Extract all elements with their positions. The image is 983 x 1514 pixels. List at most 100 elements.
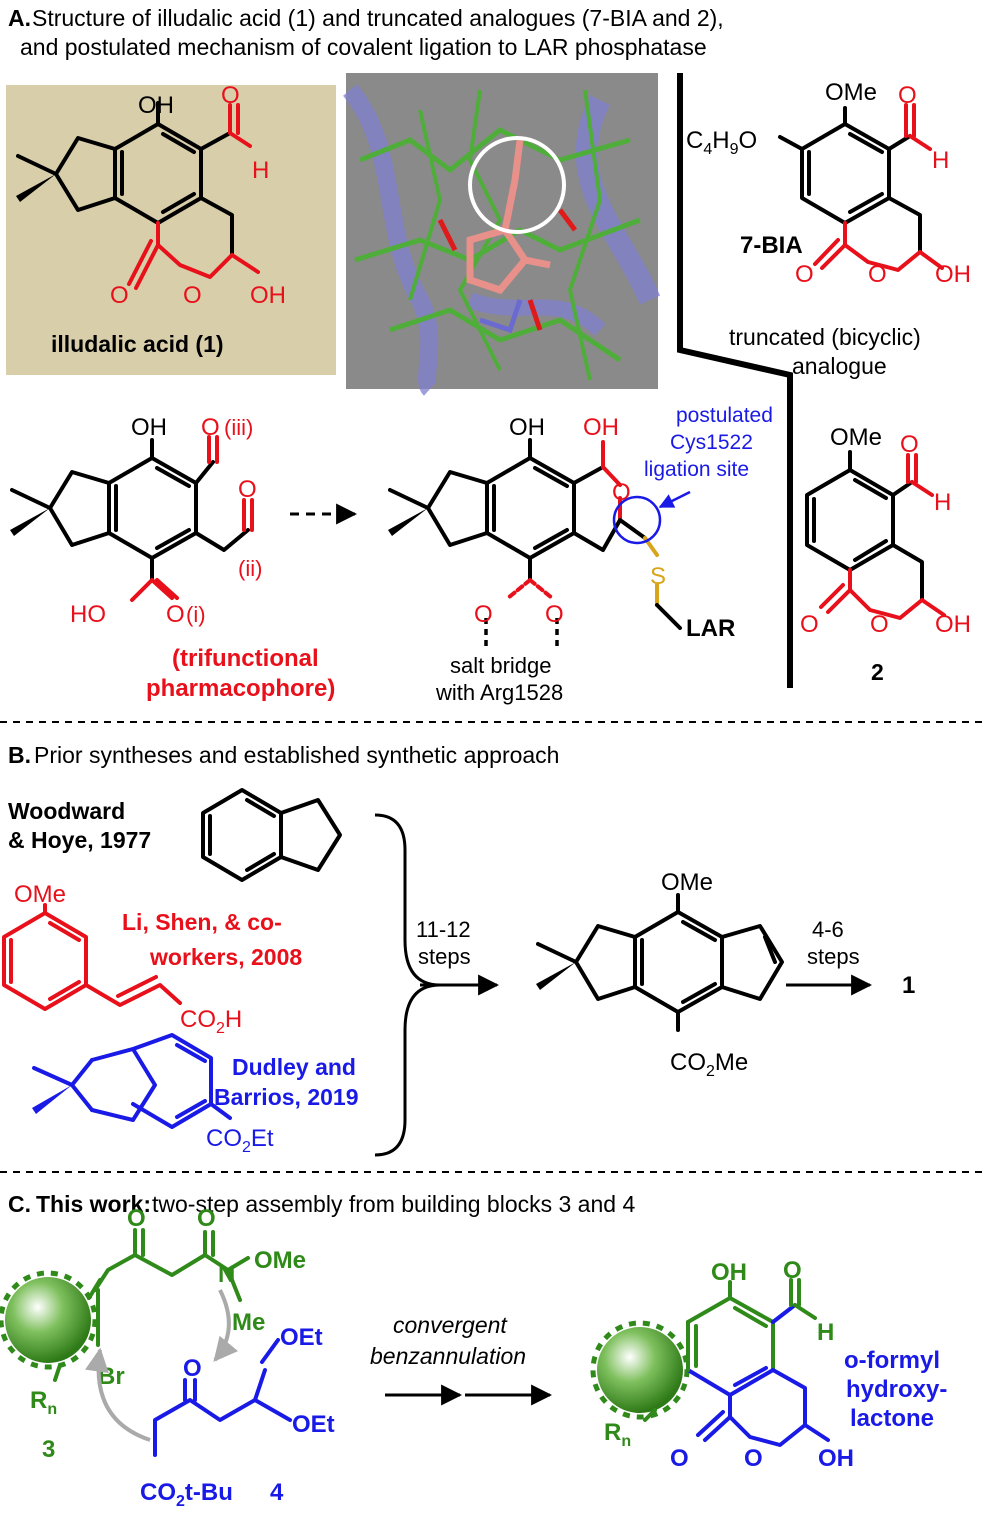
- section-b-title: B. Prior syntheses and established synth…: [8, 742, 559, 768]
- dudley-line1: Dudley and: [232, 1054, 356, 1080]
- steps1-line2: steps: [418, 944, 471, 969]
- dudley-line2: Barrios, 2019: [214, 1084, 358, 1110]
- convergent-line1: convergent: [393, 1312, 508, 1338]
- compound2-oh: OH: [935, 611, 971, 638]
- illudalic-acid-structure: OH O H O O OH illudalic acid (1): [6, 82, 336, 375]
- postulated-line3: ligation site: [644, 458, 749, 481]
- o-formyl-hydroxylactone-structure: OH O H Rn O O OH o-formyl hydroxy- lacto…: [590, 1257, 947, 1472]
- dudley-co2et: CO2Et: [206, 1125, 274, 1156]
- compound-2-label: 2: [871, 659, 884, 685]
- bia-aldehyde-o: O: [898, 82, 917, 109]
- illudalic-aldehyde-o: O: [221, 82, 240, 109]
- gray-arrow-acylation: [213, 1289, 239, 1362]
- section-b-letter: B.: [8, 742, 31, 768]
- block4-ketone-o: O: [183, 1355, 202, 1382]
- ligated-adduct-structure: OH OH O S LAR O O salt bridge with Arg15…: [388, 404, 773, 705]
- truncated-line1: truncated (bicyclic): [729, 324, 921, 350]
- compound-2-structure: OMe O H O O OH 2: [800, 424, 971, 685]
- block3-label: 3: [42, 1436, 55, 1463]
- methoxycinnamic-acid-structure: OMe CO2H Li, Shen, & co- workers, 2008: [2, 881, 302, 1037]
- highlight-circle: [468, 136, 566, 234]
- product-oh: OH: [711, 1259, 747, 1286]
- steps1-line1: 11-12: [416, 917, 471, 942]
- bia-ome: OMe: [825, 79, 877, 106]
- green-sphere-substrate: [5, 1277, 91, 1363]
- formyl-line1: o-formyl: [844, 1347, 940, 1374]
- compound2-aldehyde-o: O: [900, 431, 919, 458]
- formyl-line2: hydroxy-: [846, 1376, 947, 1403]
- block4-oet-top: OEt: [280, 1324, 323, 1351]
- product-label: 1: [902, 972, 915, 999]
- section-c-letter: C.: [8, 1191, 31, 1217]
- gray-arrow-alkylation: [85, 1347, 151, 1442]
- adduct-ring-o: O: [612, 479, 631, 506]
- illudalic-carbonyl-o: O: [110, 282, 129, 309]
- block3-nitrogen: N: [218, 1261, 235, 1288]
- block3-amide-o: O: [197, 1205, 216, 1232]
- trifunctional-line2: pharmacophore): [146, 675, 335, 702]
- compound2-carbonyl-o: O: [800, 611, 819, 638]
- convergent-line2: benzannulation: [370, 1343, 526, 1369]
- pharmacophore-o-ii: O: [238, 476, 257, 503]
- block3-me: Me: [232, 1309, 265, 1336]
- product-rn: Rn: [604, 1419, 631, 1450]
- section-a-divider: [677, 73, 793, 688]
- 7-bia-structure: OMe O H C4H9O O O OH 7-BIA truncated (bi…: [686, 79, 971, 379]
- pharmacophore-o-iii: O: [201, 414, 220, 441]
- trifunctional-line1: (trifunctional: [172, 645, 319, 672]
- truncated-line2: analogue: [792, 353, 887, 379]
- intermediate-ome: OMe: [661, 869, 713, 896]
- illudalic-acid-label: illudalic acid (1): [51, 331, 224, 357]
- li-line1: Li, Shen, & co-: [122, 909, 282, 935]
- site-iii-label: (iii): [224, 415, 253, 440]
- product-ring-o: O: [744, 1445, 763, 1472]
- product-carbonyl-o: O: [670, 1445, 689, 1472]
- product-lactol-oh: OH: [818, 1445, 854, 1472]
- block4-co2tbu: CO2t-Bu: [140, 1479, 233, 1510]
- section-a-title-line1: Structure of illudalic acid (1) and trun…: [32, 5, 724, 31]
- adduct-hemiacetal-oh: OH: [583, 414, 619, 441]
- ligation-site-circle: [612, 495, 662, 545]
- adduct-sulfur: S: [650, 563, 666, 590]
- compound2-aldehyde-h: H: [934, 489, 951, 516]
- li-line2: workers, 2008: [149, 944, 302, 970]
- bia-oh: OH: [935, 261, 971, 288]
- bia-carbonyl-o: O: [795, 261, 814, 288]
- product-aldehyde-h: H: [817, 1319, 834, 1346]
- compound2-ring-o: O: [870, 611, 889, 638]
- adduct-oh: OH: [509, 414, 545, 441]
- block4-oet-bottom: OEt: [292, 1411, 335, 1438]
- section-a-title-line2: and postulated mechanism of covalent lig…: [20, 34, 707, 60]
- trifunctional-pharmacophore-structure: OH O (iii) O (ii) HO O (i) (trifunctiona…: [10, 414, 335, 702]
- section-a-title: A. Structure of illudalic acid (1) and t…: [8, 5, 724, 60]
- steps2-line1: 4-6: [812, 917, 844, 942]
- block3-ketone-o: O: [127, 1205, 146, 1232]
- woodward-line2: & Hoye, 1977: [8, 827, 151, 853]
- woodward-line1: Woodward: [8, 798, 125, 824]
- bia-ring-o: O: [868, 261, 887, 288]
- cinnamic-ome: OMe: [14, 881, 66, 908]
- section-c-title-bold: This work:: [36, 1191, 151, 1217]
- block3-rn: Rn: [30, 1387, 57, 1418]
- section-b-title-text: Prior syntheses and established syntheti…: [34, 742, 559, 768]
- pharmacophore-oh: OH: [131, 414, 167, 441]
- block4-label: 4: [270, 1479, 284, 1506]
- bia-butoxy: C4H9O: [686, 127, 757, 158]
- illudalic-ring-o: O: [183, 282, 202, 309]
- cinnamic-co2h: CO2H: [180, 1006, 242, 1037]
- salt-bridge-line1: salt bridge: [450, 653, 552, 678]
- tricyclic-intermediate-structure: OMe CO2Me: [536, 869, 784, 1080]
- postulated-line2: Cys1522: [670, 431, 753, 454]
- building-block-3: O O N OMe Me Br Rn 3: [0, 1205, 306, 1463]
- illudalic-aldehyde-h: H: [252, 157, 269, 184]
- adduct-carboxylate-o1: O: [474, 601, 493, 628]
- section-c-title-rest: two-step assembly from building blocks 3…: [152, 1191, 635, 1217]
- protein-crystal-structure-image: [342, 73, 661, 396]
- adduct-lar: LAR: [686, 615, 735, 642]
- indane-structure: Woodward & Hoye, 1977: [8, 788, 342, 882]
- site-ii-label: (ii): [238, 556, 262, 581]
- bia-label: 7-BIA: [740, 232, 803, 259]
- product-aldehyde-o: O: [783, 1257, 802, 1284]
- postulated-line1: postulated: [676, 404, 773, 427]
